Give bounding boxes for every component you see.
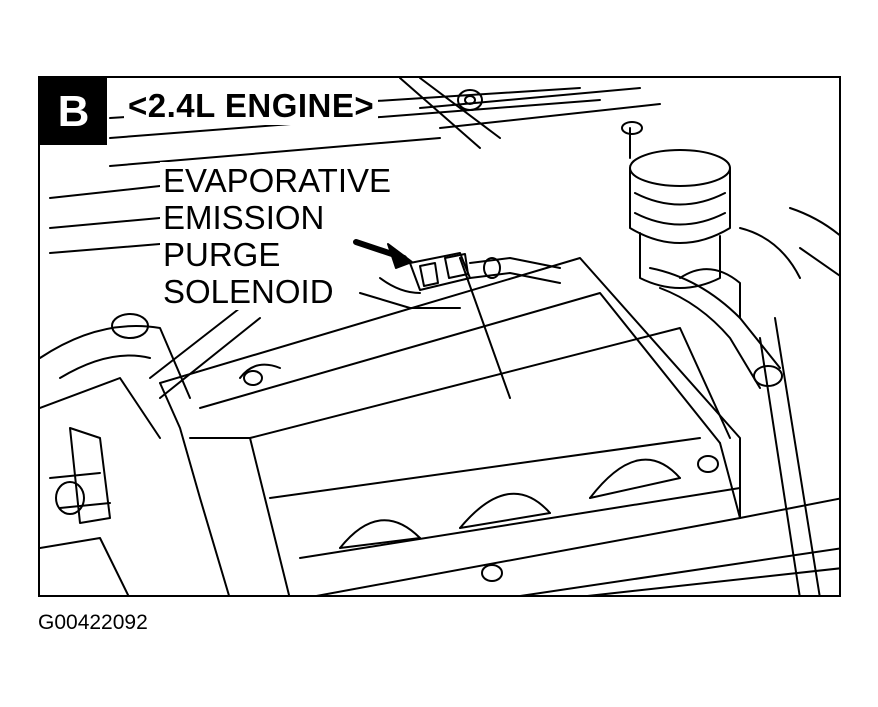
- solenoid-connector-drawing: [359, 252, 561, 309]
- top-bolt: [457, 89, 483, 111]
- callout-line: EVAPORATIVE: [160, 162, 395, 199]
- engine-cover: [159, 257, 741, 595]
- callout-line: SOLENOID: [160, 273, 337, 310]
- left-components: [40, 307, 261, 595]
- hood-panel-lines: [49, 78, 661, 254]
- figure-id: G00422092: [38, 611, 148, 634]
- section-badge: B: [40, 78, 107, 145]
- right-hoses: [649, 207, 839, 595]
- diagram-frame: B <2.4L ENGINE> EVAPORATIVE EMISSION PUR…: [38, 76, 841, 597]
- callout-line: EMISSION: [160, 199, 328, 236]
- engine-compartment-drawing: [40, 78, 839, 595]
- engine-label: <2.4L ENGINE>: [124, 87, 379, 125]
- callout-arrow-icon: [353, 239, 413, 269]
- reservoir-cap: [621, 121, 731, 289]
- callout-label: EVAPORATIVE EMISSION PURGE SOLENOID: [160, 162, 395, 310]
- callout-line: PURGE: [160, 236, 284, 273]
- lower-panel-lines: [520, 497, 839, 595]
- intake-runners: [339, 458, 681, 549]
